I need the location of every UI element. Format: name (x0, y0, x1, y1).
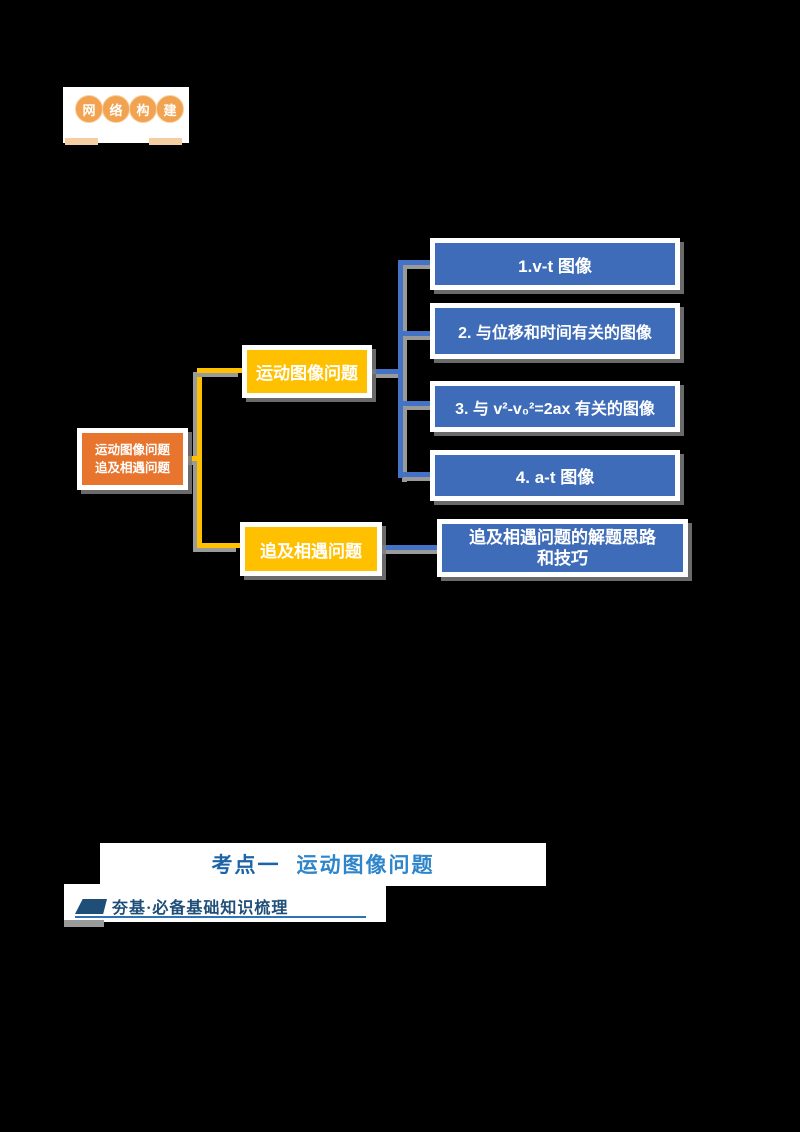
connector-blue-stub-2 (403, 331, 433, 336)
logo-ribbon-left (65, 138, 98, 145)
leaf-label-line2: 和技巧 (537, 549, 588, 568)
connector-blue-stub-4 (403, 472, 433, 477)
subsection-header-shadow (64, 920, 104, 927)
leaf-label-line1: 追及相遇问题的解题思路 (469, 528, 656, 547)
connector-blue-stub-3 (403, 401, 433, 406)
leaf-label: 4. a-t 图像 (435, 455, 675, 496)
logo-ribbon-right (149, 138, 182, 145)
section-title: 考点一运动图像问题 (100, 849, 546, 879)
leaf-node-displacement-time-graph: 2. 与位移和时间有关的图像 (430, 303, 680, 359)
connector-yellow-top (197, 368, 242, 373)
leaf-label: 2. 与位移和时间有关的图像 (435, 308, 675, 354)
connector-blue-vertical (398, 260, 403, 478)
leaf-label: 3. 与 v²-v₀²=2ax 有关的图像 (435, 386, 675, 427)
logo-circle-icon: 络 (102, 95, 130, 123)
root-label-line1: 运动图像问题 (94, 443, 170, 457)
branch-node-motion-graphs: 运动图像问题 (242, 345, 372, 398)
leaf-node-vt-graph: 1.v-t 图像 (430, 238, 680, 290)
branch-node-chase-meet: 追及相遇问题 (240, 522, 382, 576)
subsection-header-underline (75, 916, 366, 918)
logo-circle-icon: 建 (156, 95, 184, 123)
section-title-band (100, 843, 546, 886)
logo-circle-icon: 构 (129, 95, 157, 123)
leaf-label: 1.v-t 图像 (435, 243, 675, 285)
branch-label: 运动图像问题 (247, 350, 367, 393)
connector-yellow-center (186, 456, 197, 461)
subsection-header-text: 夯基·必备基础知识梳理 (112, 900, 289, 917)
root-node: 运动图像问题 追及相遇问题 (77, 428, 188, 490)
logo-circle-icon: 网 (75, 95, 103, 123)
section-title-topic: 运动图像问题 (296, 854, 435, 877)
root-label-line2: 追及相遇问题 (94, 461, 170, 475)
subsection-header-band (64, 884, 386, 922)
connector-yellow-bottom (197, 543, 240, 548)
leaf-node-v2-equation-graph: 3. 与 v²-v₀²=2ax 有关的图像 (430, 381, 680, 432)
section-title-prefix: 考点一 (211, 854, 281, 877)
leaf-node-chase-meet-methods: 追及相遇问题的解题思路 和技巧 (437, 519, 688, 577)
connector-blue-from-branch1 (372, 369, 398, 374)
connector-blue-from-branch2 (378, 545, 438, 550)
flag-icon (75, 899, 107, 914)
branch-label: 追及相遇问题 (245, 527, 377, 571)
logo-network-construction: 网 络 构 建 (63, 87, 189, 145)
connector-yellow-vertical (197, 368, 202, 548)
connector-blue-stub-1 (403, 260, 433, 265)
leaf-node-at-graph: 4. a-t 图像 (430, 450, 680, 501)
